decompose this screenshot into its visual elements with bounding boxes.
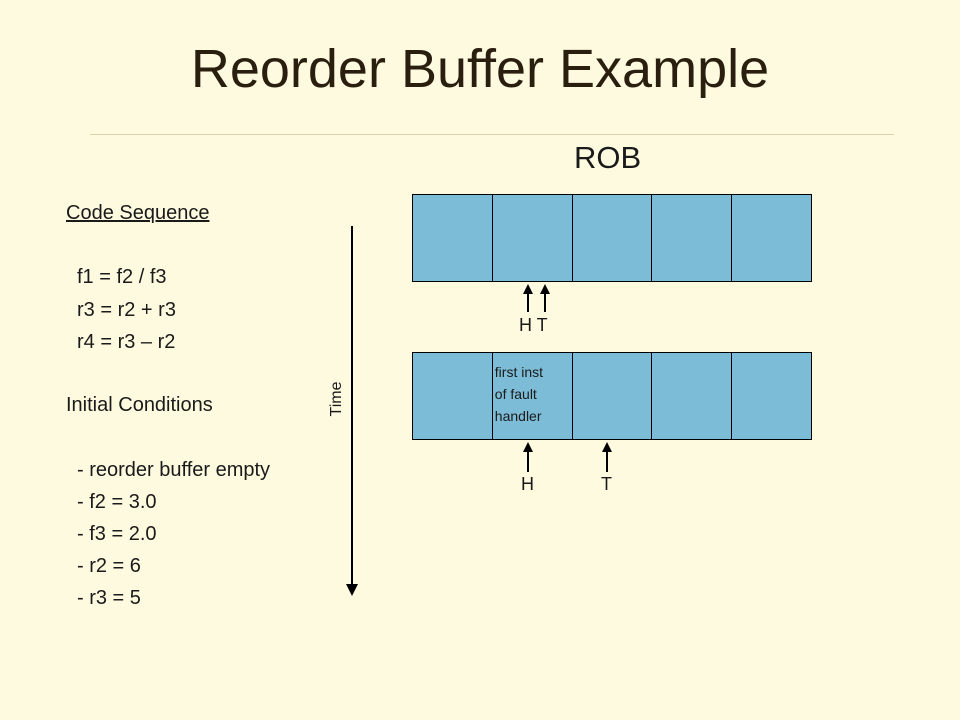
rob-entry: [652, 353, 733, 439]
code-line: f1 = f2 / f3: [77, 266, 167, 288]
rob-heading: ROB: [574, 140, 642, 175]
head-pointer-line: [527, 292, 529, 312]
condition-line: - r3 = 5: [77, 587, 141, 609]
tail-label: T: [601, 474, 612, 494]
condition-line: - f2 = 3.0: [77, 491, 157, 513]
head-pointer-line: [527, 450, 529, 472]
initial-conditions-heading: Initial Conditions: [66, 394, 213, 416]
tail-pointer-line: [544, 292, 546, 312]
rob-entry: first inst of fault handler: [492, 353, 573, 439]
rob-entry: [413, 195, 493, 281]
condition-line: - reorder buffer empty: [77, 459, 271, 481]
rob-bottom-buffer: first inst of fault handler: [412, 352, 812, 440]
code-line: r4 = r3 – r2: [77, 331, 176, 353]
tail-pointer-arrow-icon: [602, 442, 612, 452]
time-label: Time: [328, 381, 345, 417]
rob-top-buffer: [412, 194, 812, 282]
rob-entry: [732, 195, 811, 281]
code-line: r3 = r2 + r3: [77, 299, 176, 321]
rob-entry-text: first inst of fault handler: [494, 364, 544, 424]
time-arrow-head-icon: [346, 584, 358, 596]
code-sequence-heading: Code Sequence: [66, 202, 210, 224]
time-arrow: [351, 226, 353, 588]
rob-entry: [492, 195, 573, 281]
rob-entry: [652, 195, 733, 281]
slide-title: Reorder Buffer Example: [190, 39, 770, 99]
rob-entry: [413, 353, 493, 439]
head-label: H: [521, 474, 534, 494]
head-pointer-arrow-icon: [523, 284, 533, 294]
condition-line: - f3 = 2.0: [77, 523, 157, 545]
condition-line: - r2 = 6: [77, 555, 141, 577]
rob-entry: [732, 353, 811, 439]
tail-pointer-arrow-icon: [540, 284, 550, 294]
head-tail-label: H T: [519, 315, 548, 335]
rob-entry: [572, 353, 653, 439]
title-divider: [90, 134, 894, 135]
tail-pointer-line: [606, 450, 608, 472]
rob-entry: [572, 195, 653, 281]
head-pointer-arrow-icon: [523, 442, 533, 452]
